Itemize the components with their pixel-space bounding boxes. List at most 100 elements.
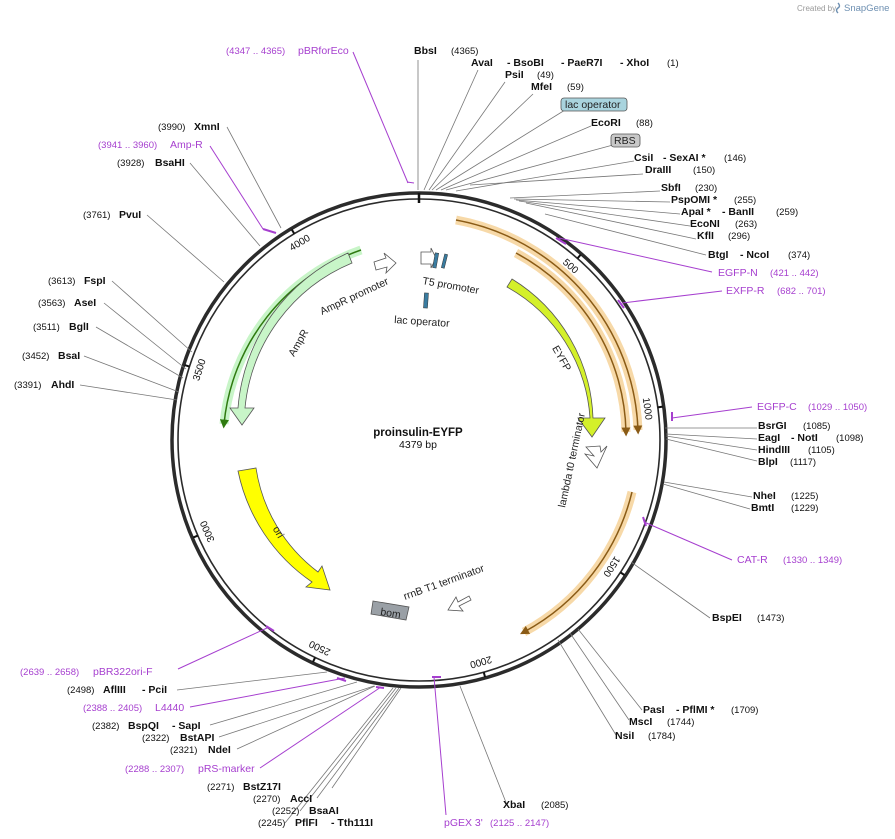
primer-prs-marker-range: (2288 .. 2307) (125, 764, 184, 775)
enzyme-bsahi-pos: (3928) (117, 158, 144, 169)
enzyme-bsobi[interactable]: - BsoBI (507, 57, 544, 69)
tick-label-3500: 3500 (191, 357, 208, 382)
enzyme-msci[interactable]: MscI (629, 716, 652, 728)
enzyme-ahdi[interactable]: AhdI (51, 379, 74, 391)
enzyme-bstapi-pos: (2322) (142, 733, 169, 744)
enzyme-avai[interactable]: AvaI (471, 57, 493, 69)
enzyme-xhoi[interactable]: - XhoI (620, 57, 649, 69)
bom-feature[interactable] (370, 600, 410, 621)
primer-egfp-c[interactable]: EGFP-C (757, 401, 797, 413)
enzyme-pspomi[interactable]: PspOMI * (671, 194, 718, 206)
primer-pgex3[interactable]: pGEX 3' (444, 817, 483, 829)
eyfp-orf2-line (515, 252, 631, 437)
eyfp-orf-line (455, 219, 643, 435)
enzyme-hindiii[interactable]: HindIII (758, 444, 790, 456)
tick-label-3000: 3000 (198, 518, 217, 543)
enzyme-ndei-pos: (2321) (170, 745, 197, 756)
enzyme-bspqi[interactable]: BspQI (128, 720, 159, 732)
primer-pbr322ori-f[interactable]: pBR322ori-F (93, 666, 153, 678)
enzyme-ncoi[interactable]: - NcoI (740, 249, 769, 261)
enzyme-bsahi[interactable]: BsaHI (155, 157, 185, 169)
enzyme-mfei[interactable]: MfeI (531, 81, 552, 93)
enzyme-bspei[interactable]: BspEI (712, 612, 742, 624)
enzyme-bsrgi[interactable]: BsrGI (758, 420, 787, 432)
enzyme-bgli[interactable]: BglI (69, 321, 89, 333)
enzyme-paer7i[interactable]: - PaeR7I (561, 57, 603, 69)
tick-label-2500: 2500 (307, 637, 332, 657)
enzyme-noti-pos: (1098) (836, 433, 863, 444)
enzyme-fspi[interactable]: FspI (84, 275, 106, 287)
enzyme-pflfi[interactable]: PflFI (295, 817, 318, 829)
enzyme-xbai[interactable]: XbaI (503, 799, 525, 811)
primer-pbrforeco[interactable]: pBRforEco (298, 45, 349, 57)
enzyme-sexai[interactable]: - SexAI * (663, 152, 707, 164)
enzyme-bmti[interactable]: BmtI (751, 502, 774, 514)
tick-mark-4000 (290, 228, 296, 235)
enzyme-blpi[interactable]: BlpI (758, 456, 778, 468)
primer-cat-r[interactable]: CAT-R (737, 554, 768, 566)
rbs-callout[interactable] (610, 133, 641, 148)
primer-ampr[interactable]: Amp-R (170, 139, 203, 151)
primer-l4440[interactable]: L4440 (155, 702, 184, 714)
enzyme-pasi[interactable]: PasI (643, 704, 665, 716)
enzyme-banii[interactable]: - BanII (722, 206, 754, 218)
plasmid-name: proinsulin-EYFP (373, 427, 463, 439)
enzyme-sapi[interactable]: - SapI (172, 720, 201, 732)
enzyme-eagi[interactable]: EagI (758, 432, 780, 444)
enzyme-apai[interactable]: ApaI * (681, 206, 712, 218)
enzyme-draiii-pos: (150) (693, 165, 715, 176)
enzyme-bstz17i-pos: (2271) (207, 782, 234, 793)
enzyme-xmni[interactable]: XmnI (194, 121, 220, 133)
enzyme-btgi[interactable]: BtgI (708, 249, 728, 261)
enzyme-csii[interactable]: CsiI (634, 152, 653, 164)
tick-mark-1500 (619, 571, 626, 576)
enzyme-nsii-pos: (1784) (648, 731, 675, 742)
enzyme-mfei-pos: (59) (567, 82, 584, 93)
primer-l4440-range: (2388 .. 2405) (83, 703, 142, 714)
enzyme-psii[interactable]: PsiI (505, 69, 524, 81)
ampr-feature-arrow[interactable] (229, 252, 353, 426)
enzyme-pcii[interactable]: - PciI (142, 684, 167, 696)
enzyme-ndei[interactable]: NdeI (208, 744, 231, 756)
ampr-promoter-arrow[interactable] (373, 252, 397, 275)
enzyme-bsai[interactable]: BsaI (58, 350, 80, 362)
tick-mark-3000 (192, 534, 199, 539)
enzyme-nsii[interactable]: NsiI (615, 730, 634, 742)
enzyme-sexai-pos: (146) (724, 153, 746, 164)
enzyme-bgli-pos: (3511) (33, 322, 60, 333)
enzyme-acci[interactable]: AccI (290, 793, 312, 805)
rrnb-terminator-arrow[interactable] (447, 595, 472, 612)
enzyme-ecori-pos: (88) (636, 118, 653, 129)
enzyme-econi[interactable]: EcoNI (690, 218, 720, 230)
tick-label-2000: 2000 (468, 653, 493, 670)
enzyme-asei[interactable]: AseI (74, 297, 96, 309)
enzyme-draiii[interactable]: DraIII (645, 164, 671, 176)
enzyme-ecori[interactable]: EcoRI (591, 117, 621, 129)
lambda-terminator-label: lambda t0 terminator (556, 411, 588, 508)
primer-prs-marker[interactable]: pRS-marker (198, 763, 255, 775)
rbs-mark (441, 253, 448, 269)
primer-exfp-r[interactable]: EXFP-R (726, 285, 765, 297)
enzyme-tth111i[interactable]: - Tth111I (331, 817, 373, 829)
enzyme-bstz17i[interactable]: BstZ17I (243, 781, 281, 793)
primer-egfp-n[interactable]: EGFP-N (718, 267, 758, 279)
enzyme-labels: BbsI (4365) AvaI - BsoBI - PaeR7I - XhoI… (14, 45, 863, 829)
enzyme-afliii[interactable]: AflIII (103, 684, 126, 696)
enzyme-noti[interactable]: - NotI (791, 432, 818, 444)
plasmid-size: 4379 bp (399, 439, 437, 451)
enzyme-sbfi[interactable]: SbfI (661, 182, 681, 194)
enzyme-pflmi[interactable]: - PflMI * (676, 704, 715, 716)
lac-operator-callout[interactable] (560, 97, 628, 112)
eyfp-feature-arrow[interactable] (506, 278, 606, 438)
enzyme-bstapi[interactable]: BstAPI (180, 732, 215, 744)
enzyme-pspomi-pos: (255) (734, 195, 756, 206)
enzyme-bbsi[interactable]: BbsI (414, 45, 437, 57)
lac-operator-callout-label: lac operator (565, 99, 621, 111)
lambda-terminator-arrow[interactable] (583, 445, 608, 469)
enzyme-kfli[interactable]: KflI (697, 230, 714, 242)
enzyme-acci-pos: (2270) (253, 794, 280, 805)
enzyme-bsaai[interactable]: BsaAI (309, 805, 339, 817)
enzyme-nhei[interactable]: NheI (753, 490, 776, 502)
ori-feature-arrow[interactable] (237, 467, 331, 591)
enzyme-pvui[interactable]: PvuI (119, 209, 141, 221)
